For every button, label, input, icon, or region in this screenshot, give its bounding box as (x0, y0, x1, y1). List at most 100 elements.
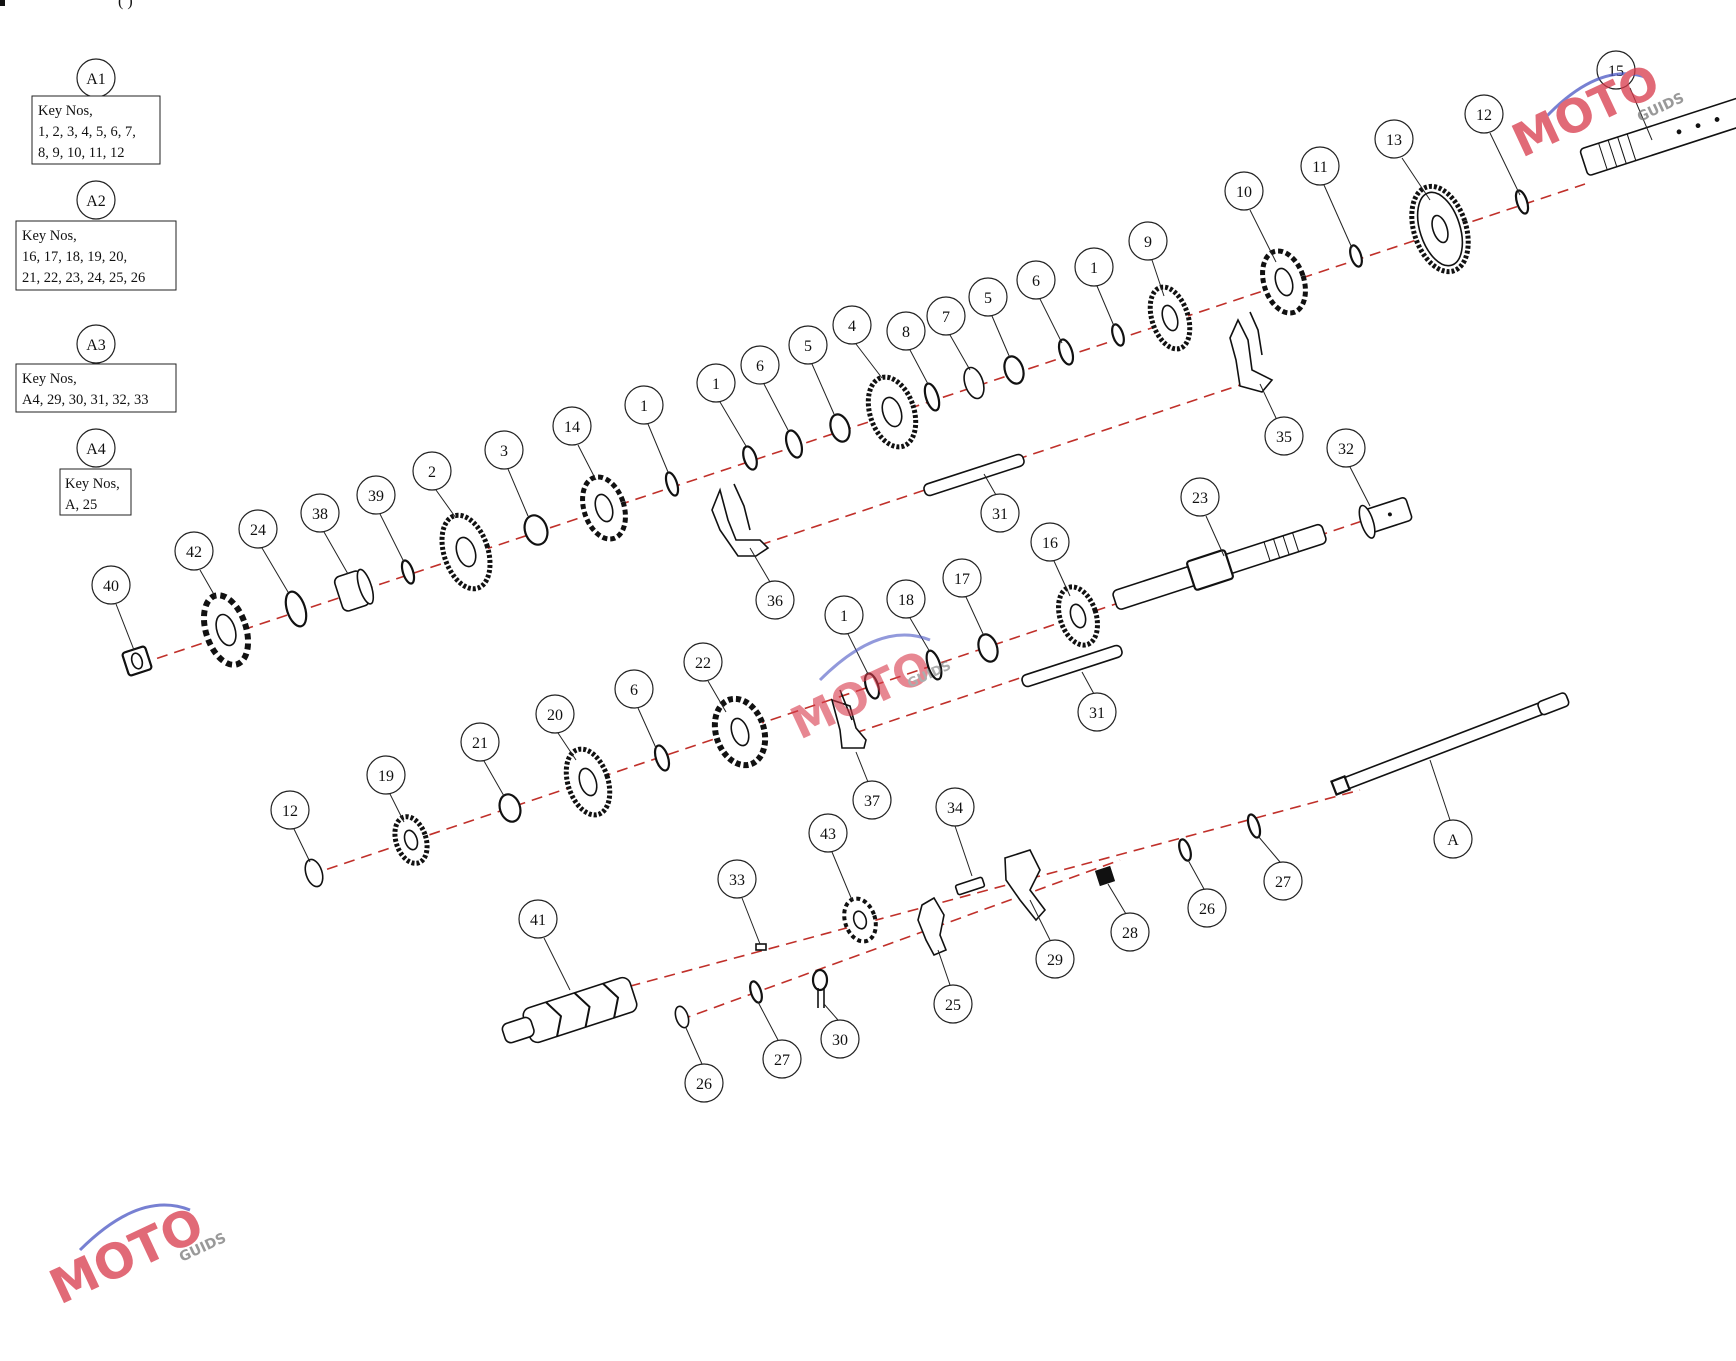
callout-label: 31 (1089, 705, 1105, 722)
callout-7: 7 (926, 296, 971, 371)
callout-1-d: 1 (824, 595, 869, 675)
callout-label: 13 (1386, 132, 1402, 149)
callout-label: 34 (947, 800, 963, 817)
callout-label: 38 (312, 506, 328, 523)
gear-2 (439, 512, 493, 592)
callout-label: 19 (378, 768, 394, 785)
gear-10 (1260, 248, 1308, 316)
rod-31-lower (1021, 644, 1123, 688)
callout-11: 11 (1300, 146, 1353, 249)
key-group-a1: A1 Key Nos, 1, 2, 3, 4, 5, 6, 7, 8, 9, 1… (31, 58, 161, 165)
callout-label: 43 (820, 826, 836, 843)
callout-37: 37 (852, 751, 892, 820)
watermark-bottom: MOTO GUIDS (41, 1197, 228, 1316)
callout-27-right: 27 (1257, 835, 1303, 901)
callout-4: 4 (832, 305, 883, 379)
callout-label: 41 (530, 912, 546, 929)
callout-14: 14 (552, 406, 597, 481)
callout-16: 16 (1030, 522, 1071, 597)
callout-8: 8 (886, 311, 929, 385)
callout-label: 22 (695, 655, 711, 672)
callout-label: 1 (840, 608, 848, 625)
callout-21: 21 (460, 722, 505, 797)
gear-22 (711, 695, 769, 769)
callout-label: 42 (186, 544, 202, 561)
callout-label: 2 (428, 464, 436, 481)
key-group-a1-id: A1 (86, 71, 106, 88)
callout-label: 30 (832, 1032, 848, 1049)
callout-31-lower: 31 (1077, 671, 1117, 732)
callout-39: 39 (356, 475, 405, 563)
callout-1-b: 1 (696, 363, 747, 447)
key-group-a1-line-3: 8, 9, 10, 11, 12 (38, 145, 124, 161)
key-group-a3-id: A3 (86, 337, 106, 354)
key-group-a2: A2 Key Nos, 16, 17, 18, 19, 20, 21, 22, … (15, 180, 177, 291)
callout-label: 35 (1276, 429, 1292, 446)
callout-5-a: 5 (968, 277, 1011, 359)
gear-9 (1147, 284, 1193, 352)
callout-41: 41 (518, 899, 571, 991)
callout-36: 36 (749, 547, 795, 620)
callout-label: 10 (1236, 184, 1252, 201)
callout-label: 33 (729, 872, 745, 889)
header-fragment: ( ) (118, 0, 133, 10)
key-group-a1-line-2: 1, 2, 3, 4, 5, 6, 7, (38, 124, 136, 140)
callout-40: 40 (91, 565, 135, 651)
pin-34 (954, 876, 986, 896)
callout-label: 9 (1144, 234, 1152, 251)
callout-label: 32 (1338, 441, 1354, 458)
callout-20: 20 (535, 694, 577, 761)
callout-27-left: 27 (757, 1001, 802, 1079)
key-group-a3: A3 Key Nos, A4, 29, 30, 31, 32, 33 (15, 324, 177, 413)
callout-42: 42 (174, 531, 217, 599)
callout-1-c: 1 (624, 385, 669, 473)
key-group-a2-line-3: 21, 22, 23, 24, 25, 26 (22, 270, 145, 286)
callout-label: 28 (1122, 925, 1138, 942)
key-group-a2-line-2: 16, 17, 18, 19, 20, (22, 249, 127, 265)
callout-34: 34 (935, 787, 975, 877)
callout-label: 5 (804, 338, 812, 355)
sprocket-42 (200, 592, 252, 668)
spring-30 (811, 968, 829, 1008)
callout-19: 19 (366, 755, 406, 823)
callout-24: 24 (238, 509, 289, 593)
callout-label: 23 (1192, 490, 1208, 507)
callout-label: 6 (756, 358, 764, 375)
callout-a: A (1429, 759, 1473, 859)
shaft-a (1330, 692, 1570, 796)
header-mark (0, 0, 5, 6)
callout-label: 3 (500, 443, 508, 460)
callout-22: 22 (683, 642, 727, 713)
cam-43 (842, 896, 878, 944)
shaft-23 (1112, 523, 1327, 610)
callout-6-a: 6 (1016, 260, 1063, 344)
callout-label: 24 (250, 522, 266, 539)
callout-28: 28 (1107, 883, 1150, 952)
callout-label: 18 (898, 592, 914, 609)
callout-label: 29 (1047, 952, 1063, 969)
key-group-a4: A4 Key Nos, A, 25 (59, 428, 132, 516)
callout-18: 18 (886, 579, 931, 653)
callout-label: 12 (282, 803, 298, 820)
rod-31-upper (923, 453, 1025, 497)
callout-label: 26 (696, 1076, 712, 1093)
callout-label: 39 (368, 488, 384, 505)
callout-2: 2 (412, 451, 457, 519)
callout-label: 7 (942, 309, 950, 326)
callout-30: 30 (820, 1003, 860, 1059)
gear-4 (865, 374, 919, 450)
callout-9: 9 (1128, 221, 1168, 297)
callout-label: 40 (103, 578, 119, 595)
callout-35: 35 (1259, 383, 1304, 456)
callout-label: 27 (774, 1052, 790, 1069)
callout-23: 23 (1180, 477, 1225, 557)
callout-label: 8 (902, 324, 910, 341)
callout-label: 1 (712, 376, 720, 393)
drum-41 (501, 976, 638, 1044)
axis-fork-rod-lower (854, 672, 1036, 734)
key-group-a1-line-1: Key Nos, (38, 103, 93, 119)
callout-6-b: 6 (740, 345, 789, 431)
callout-label: 20 (547, 707, 563, 724)
callout-26-right: 26 (1187, 859, 1227, 928)
callout-31-upper: 31 (980, 473, 1020, 533)
